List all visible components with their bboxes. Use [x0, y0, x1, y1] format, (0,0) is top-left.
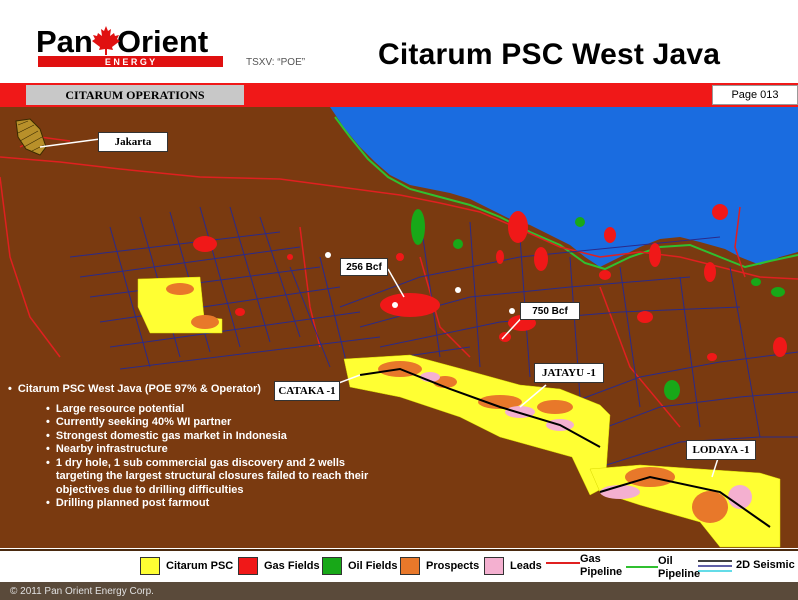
gas-pipeline-swatch [546, 562, 580, 564]
section-tab: CITARUM OPERATIONS [26, 85, 244, 105]
legend-citarum: Citarum PSC [140, 557, 233, 575]
legend-gas-fields: Gas Fields [238, 557, 320, 575]
bullet-item: •Currently seeking 40% WI partner [46, 416, 232, 428]
bullet-item: •Nearby infrastructure [46, 443, 168, 455]
leads [420, 372, 752, 509]
location-dots [325, 252, 515, 314]
bullet-main: • Citarum PSC West Java (POE 97% & Opera… [8, 383, 388, 397]
bullet-item: •Large resource potential [46, 402, 185, 415]
legend-prospects: Prospects [400, 557, 479, 575]
header: Pan Orient E N E R G Y TSXV: “POE” Citaru… [0, 0, 798, 82]
citarum-swatch [140, 557, 160, 575]
gas-fields [193, 204, 787, 361]
bullet-main-text: Citarum PSC West Java (POE 97% & Operato… [17, 383, 261, 395]
label-cataka-1: CATAKA -1 [274, 381, 340, 401]
label-jatayu-1: JATAYU -1 [534, 363, 604, 383]
oil-pipeline [334, 116, 798, 271]
legend-oil-fields: Oil Fields [322, 557, 398, 575]
bullet-list: • Citarum PSC West Java (POE 97% & Opera… [8, 383, 388, 511]
jakarta-area [15, 118, 47, 156]
map-legend: Citarum PSC Gas Fields Oil Fields Prospe… [0, 549, 798, 582]
label-256-bcf: 256 Bcf [340, 258, 388, 276]
bullet-item: •Strongest domestic gas market in Indone… [46, 429, 287, 442]
label-jakarta: Jakarta [98, 132, 168, 152]
bullet-item: •Drilling planned post farmout [46, 497, 210, 509]
oil-swatch [322, 557, 342, 575]
callout-lines [39, 138, 721, 478]
logo-orient-text: Orient [117, 24, 208, 59]
footer-copyright: © 2011 Pan Orient Energy Corp. [0, 582, 798, 600]
seismic-swatch [698, 560, 732, 572]
page-number: Page 013 [712, 85, 798, 105]
logo-pan-text: Pan [36, 24, 93, 59]
prospect-swatch [400, 557, 420, 575]
page-title: Citarum PSC West Java [378, 38, 721, 71]
bullet-sublist: •Large resource potential •Currently see… [46, 403, 388, 511]
lead-swatch [484, 557, 504, 575]
jakarta-hatch [17, 120, 45, 152]
sea-area [330, 107, 798, 267]
bullet-dot: • [8, 383, 12, 395]
oil-pipeline-swatch [626, 566, 658, 568]
map [0, 107, 798, 548]
gas-swatch [238, 557, 258, 575]
bullet-item: •1 dry hole, 1 sub commercial gas discov… [46, 456, 369, 496]
company-logo: Pan Orient E N E R G Y [36, 24, 223, 67]
maple-leaf-icon [92, 26, 120, 55]
ticker-symbol: TSXV: “POE” [246, 57, 306, 68]
well-trajectories [359, 367, 771, 528]
label-lodaya-1: LODAYA -1 [686, 440, 756, 460]
oil-fields [411, 209, 785, 400]
logo-energy-text: E N E R G Y [105, 57, 155, 67]
label-750-bcf: 750 Bcf [520, 302, 580, 320]
legend-leads: Leads [484, 557, 542, 575]
